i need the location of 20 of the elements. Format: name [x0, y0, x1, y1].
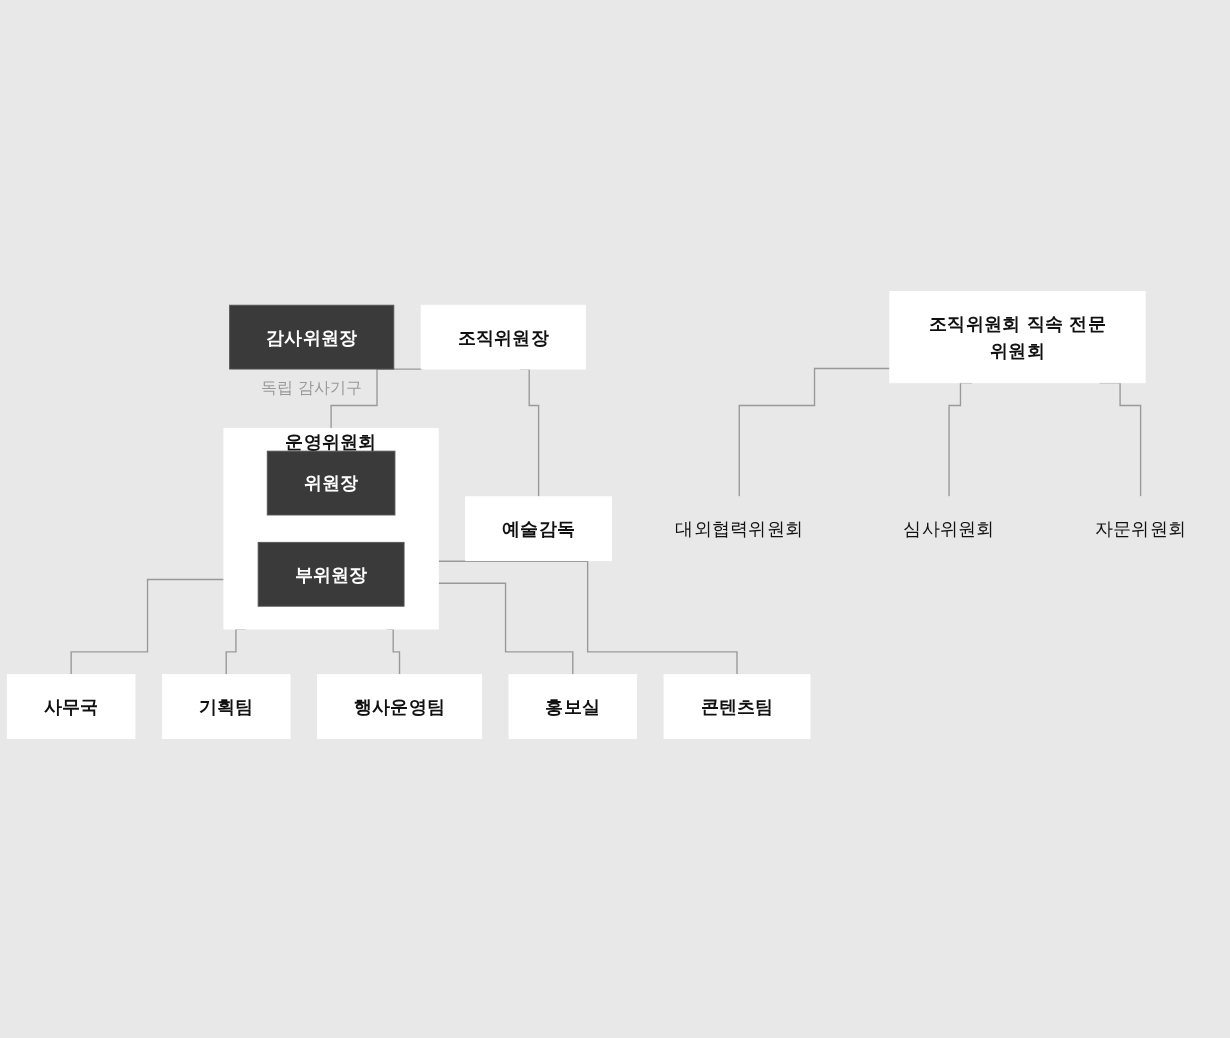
node-box: 감사위원장 [229, 304, 395, 370]
connector [738, 367, 891, 498]
connector [70, 578, 225, 676]
node-box: 콘텐츠팀 [663, 674, 811, 739]
node-box: 행사운영팀 [316, 674, 483, 739]
connector [330, 368, 424, 430]
connector [437, 582, 574, 676]
node-box: 위원장 [266, 450, 396, 516]
node-box: 사무국 [6, 674, 136, 739]
node-box: 조직위원장 [420, 304, 586, 370]
node-note: 독립 감사기구 [261, 377, 363, 397]
connector [437, 560, 738, 676]
node-text: 심사위원회 [903, 517, 995, 540]
node-box: 조직위원회 직속 전문위원회 [889, 291, 1146, 384]
node-text: 대외협력위원회 [675, 517, 804, 540]
node-box: 홍보실 [508, 674, 638, 739]
node-box: 기획팀 [161, 674, 291, 739]
node-box: 부위원장 [257, 541, 405, 607]
node-box: 예술감독 [465, 496, 613, 562]
node-text: 자문위원회 [1095, 517, 1187, 540]
